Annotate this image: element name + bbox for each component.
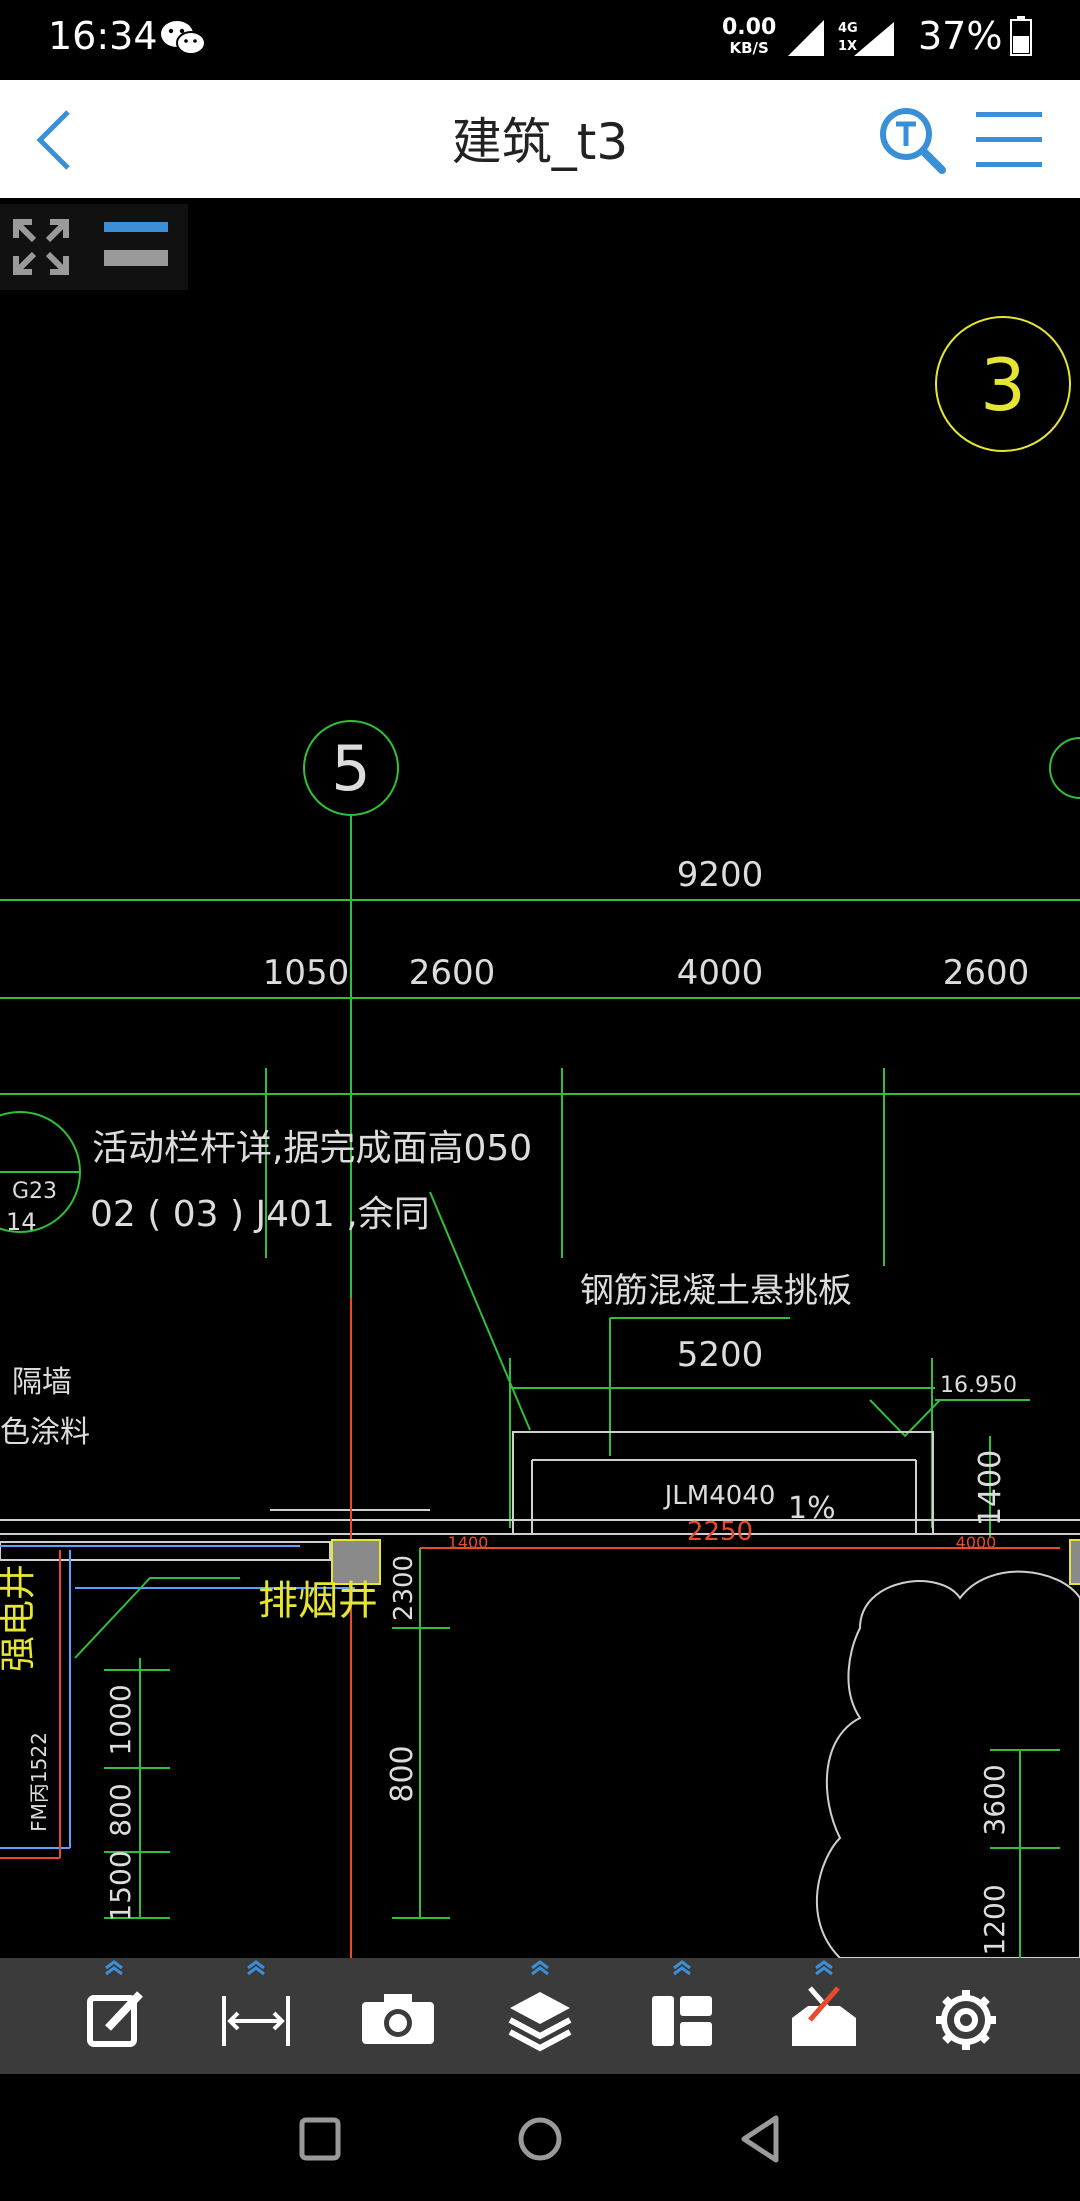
status-time: 16:34 (48, 14, 158, 58)
toolbox-tool[interactable] (774, 1958, 874, 2074)
measure-icon (222, 1960, 290, 2046)
layers-tool[interactable] (490, 1958, 590, 2074)
door-label: FM丙1522 (27, 1732, 51, 1832)
dim-1400: 1400 (973, 1450, 1008, 1526)
axis-bubble-3 (935, 316, 1071, 452)
dim-4000-red: 2250 (687, 1517, 753, 1547)
detail-ref-bottom: 14 (6, 1208, 37, 1236)
wechat-icon (161, 21, 206, 55)
dim-9200: 9200 (677, 855, 764, 895)
smoke-shaft-label: 排烟井 (258, 1578, 378, 1624)
dim-2600-left: 2600 (409, 953, 496, 993)
detail-ref-top: G23 (12, 1179, 57, 1204)
measure-tool[interactable] (206, 1958, 306, 2074)
toolbox-icon (792, 1960, 856, 2046)
net-type-bottom: 1X (838, 39, 857, 54)
dim-800-top: 1000 (104, 1684, 137, 1755)
bottom-toolbar (0, 1958, 1080, 2074)
cad-drawing-canvas[interactable]: 3 5 9200 1050 2600 4000 2600 活动栏杆详,据完成面高… (0, 198, 1080, 1958)
recent-apps-icon[interactable] (284, 2104, 354, 2174)
camera-icon (362, 1994, 434, 2044)
edit-tool[interactable] (64, 1958, 164, 2074)
dim-2000: 1200 (978, 1884, 1011, 1955)
dim-1050: 1050 (263, 953, 350, 993)
dim-3600: 800 (385, 1745, 420, 1802)
layout-icon (652, 1960, 712, 2046)
cantilever-slab-label: 钢筋混凝土悬挑板 (580, 1271, 852, 1311)
battery-icon (1010, 16, 1032, 56)
back-arrow-icon[interactable] (22, 100, 102, 180)
fit-screen-icon[interactable] (8, 214, 74, 280)
layers-icon (508, 1960, 572, 2052)
dim-2600-right: 2600 (943, 953, 1030, 993)
wall-note-1: 隔墙 (12, 1365, 72, 1400)
camera-tool[interactable] (348, 1958, 448, 2074)
dim-5200: 5200 (677, 1335, 764, 1375)
system-nav-bar (0, 2074, 1080, 2201)
signal-4g-icon: 4G 1X (838, 21, 894, 56)
signal-icon (788, 20, 824, 56)
dim-1500: 800 (104, 1783, 137, 1836)
dim-2300: 4000 (956, 1533, 997, 1552)
axis-label-5: 5 (331, 732, 370, 805)
net-speed-unit: KB/S (729, 39, 769, 57)
network-speed: 0.00 KB/S (722, 15, 777, 58)
axis-bubble-partial (1049, 737, 1080, 799)
net-type-top: 4G (838, 21, 858, 36)
menu-icon[interactable] (974, 108, 1044, 172)
dim-800-bottom: 1500 (104, 1850, 137, 1921)
gear-icon (936, 1990, 996, 2050)
railing-note-2: 02 ( 03 ) J401 ,余同 (90, 1194, 430, 1235)
wall-note-2: 色涂料 (0, 1415, 90, 1450)
dim-1200: 3600 (978, 1764, 1011, 1835)
dim-2250: 1400 (448, 1533, 489, 1552)
floating-tools (0, 204, 188, 290)
dim-1000: 2300 (389, 1555, 419, 1621)
battery-percent: 37% (918, 14, 1003, 58)
slope-label: 1% (788, 1491, 836, 1526)
settings-tool[interactable] (916, 1958, 1016, 2074)
text-search-icon[interactable] (878, 106, 948, 176)
layout-tool[interactable] (632, 1958, 732, 2074)
layer-toggle-icon[interactable] (100, 214, 172, 280)
home-icon[interactable] (505, 2104, 575, 2174)
edit-icon (87, 1960, 143, 2047)
beam-label: JLM4040 (663, 1481, 776, 1511)
status-bar: 16:34 0.00 KB/S 4G 1X 37% (0, 0, 1080, 80)
app-bar: 建筑_t3 (0, 80, 1080, 199)
net-speed-value: 0.00 (722, 15, 777, 40)
power-shaft-label: 强电井 (0, 1564, 39, 1672)
elevation-16950: 16.950 (940, 1373, 1017, 1398)
back-nav-icon[interactable] (726, 2104, 796, 2174)
railing-note-1: 活动栏杆详,据完成面高050 (92, 1128, 532, 1169)
axis-label-3: 3 (980, 343, 1026, 427)
cad-drawing: 3 5 9200 1050 2600 4000 2600 活动栏杆详,据完成面高… (0, 316, 1080, 1958)
dim-4000: 4000 (677, 953, 764, 993)
